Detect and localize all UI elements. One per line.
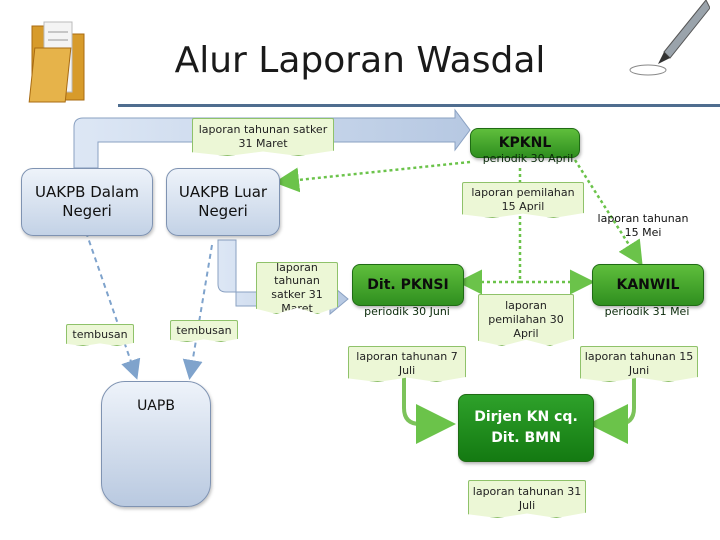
folder-icon (28, 21, 85, 103)
dit-pknsi-period: periodik 30 Juni (364, 305, 450, 318)
node-dirjen: Dirjen KN cq. Dit. BMN (458, 394, 594, 462)
note-satker-top-text: laporan tahunan satker 31 Maret (198, 123, 328, 150)
kanwil-period: periodik 31 Mei (604, 305, 690, 318)
note-tembusan-mid: tembusan (170, 320, 238, 342)
node-uakpb-dalam-negeri-label: UAKPB Dalam Negeri (35, 182, 139, 221)
note-satker-mid: laporan tahunan satker 31 Maret (256, 262, 338, 314)
node-kpknl: KPKNL (470, 128, 580, 158)
label-tahunan-15mei: laporan tahunan 15 Mei (597, 212, 689, 239)
note-satker-top: laporan tahunan satker 31 Maret (192, 118, 334, 156)
page-title: Alur Laporan Wasdal (174, 40, 546, 81)
note-pemilahan-15-text: laporan pemilahan 15 April (471, 186, 575, 213)
node-kanwil-label: KANWIL (616, 277, 680, 293)
note-tahunan-31juli: laporan tahunan 31 Juli (468, 480, 586, 518)
node-uakpb-luar-negeri-label: UAKPB Luar Negeri (178, 182, 268, 221)
note-satker-mid-text: laporan tahunan satker 31 Maret (271, 260, 323, 315)
note-tahunan-7juli-text: laporan tahunan 7 Juli (356, 350, 458, 377)
note-tembusan-left-text: tembusan (72, 328, 128, 342)
note-tahunan-15juni: laporan tahunan 15 Juni (580, 346, 698, 382)
note-tahunan-15juni-text: laporan tahunan 15 Juni (584, 350, 694, 377)
node-uakpb-luar-negeri: UAKPB Luar Negeri (166, 168, 280, 236)
title-divider (118, 104, 720, 107)
node-dit-pknsi-label: Dit. PKNSI (367, 277, 449, 293)
note-tembusan-mid-text: tembusan (176, 324, 232, 338)
note-tembusan-left: tembusan (66, 324, 134, 346)
node-kanwil: KANWIL (592, 264, 704, 306)
node-dit-pknsi: Dit. PKNSI (352, 264, 464, 306)
note-pemilahan-30: laporan pemilahan 30 April (478, 294, 574, 346)
node-uakpb-dalam-negeri: UAKPB Dalam Negeri (21, 168, 153, 236)
pen-icon (629, 0, 710, 76)
kpknl-period: periodik 30 April (482, 152, 574, 165)
node-uapb: UAPB (101, 381, 211, 507)
note-tahunan-7juli: laporan tahunan 7 Juli (348, 346, 466, 382)
note-pemilahan-15: laporan pemilahan 15 April (462, 182, 584, 218)
note-pemilahan-30-text: laporan pemilahan 30 April (488, 299, 564, 340)
node-dirjen-label: Dirjen KN cq. Dit. BMN (474, 409, 578, 446)
node-kpknl-label: KPKNL (498, 135, 552, 151)
node-uapb-label: UAPB (137, 398, 175, 414)
note-tahunan-31juli-text: laporan tahunan 31 Juli (472, 485, 582, 512)
